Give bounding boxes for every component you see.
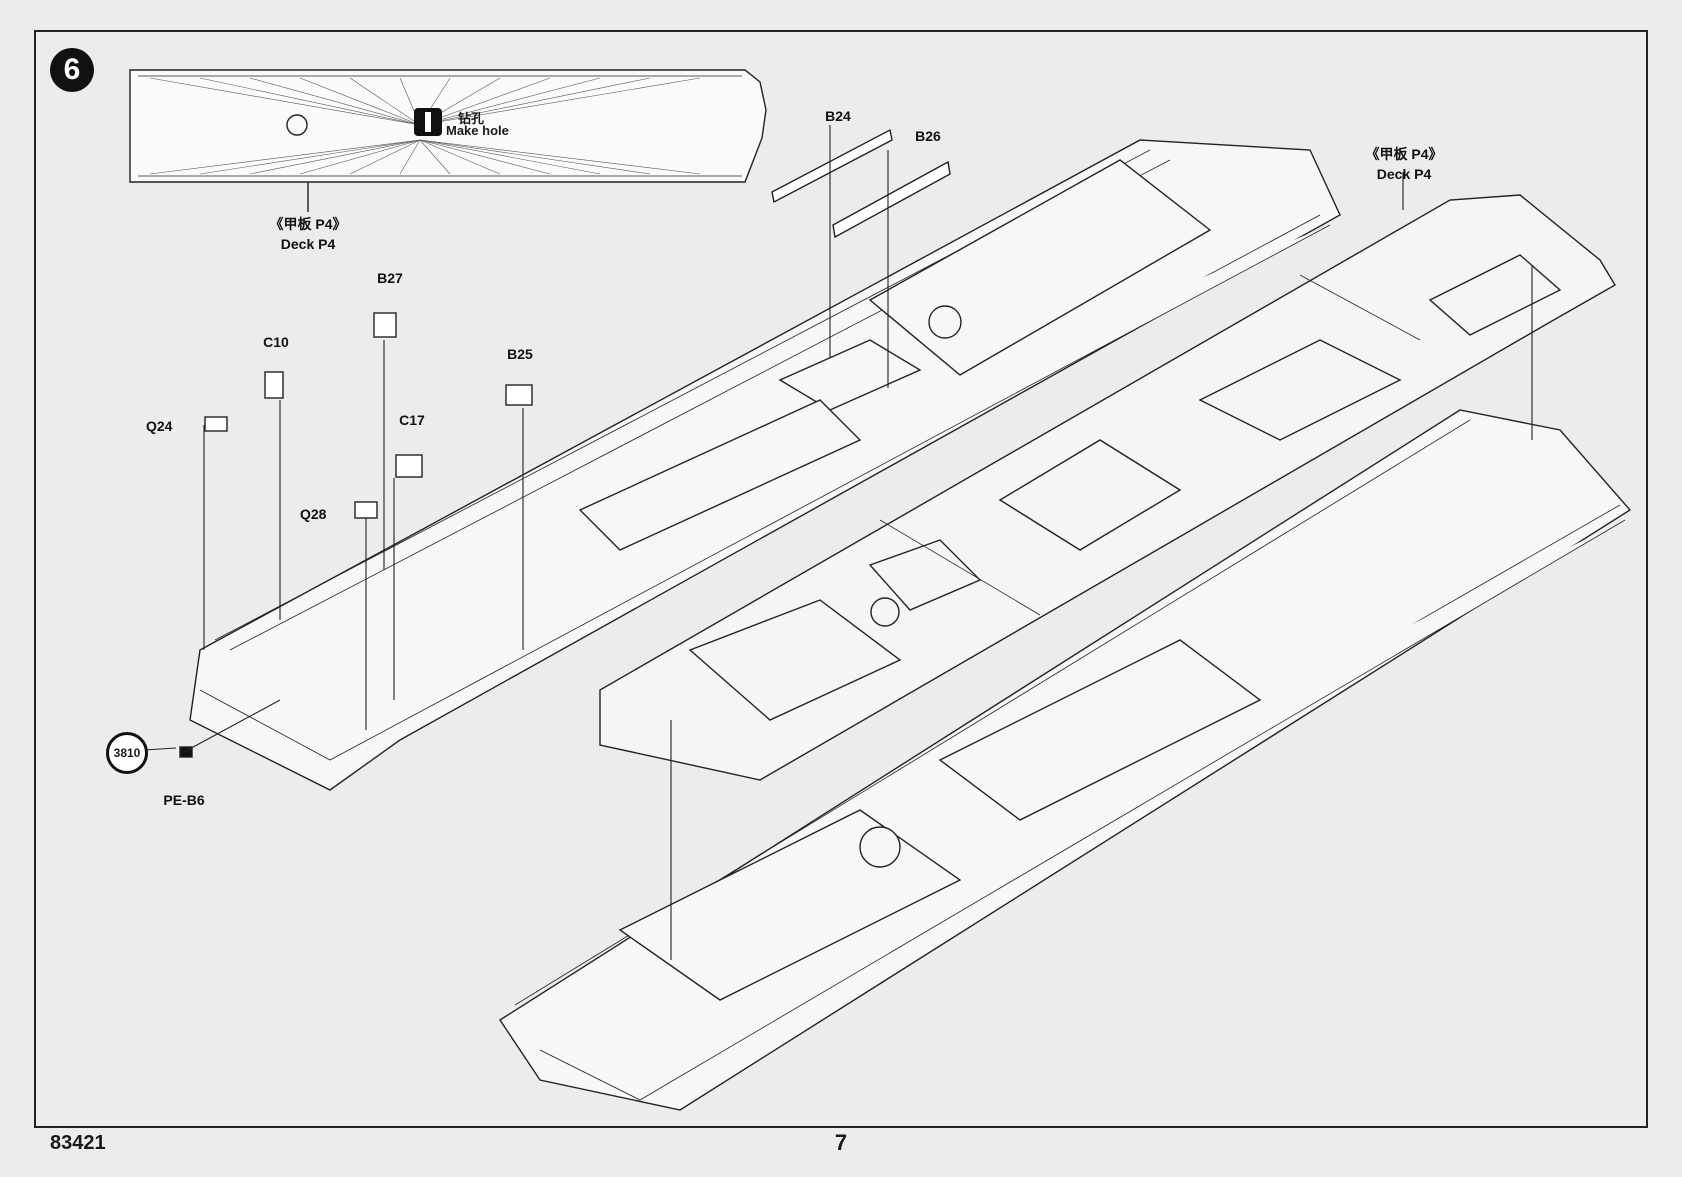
part-label-q28: Q28 (300, 506, 327, 522)
step-number-badge: 6 (50, 48, 94, 92)
parts-art (179, 128, 951, 758)
part-label-b26: B26 (915, 128, 941, 144)
leader-lines (143, 125, 1533, 960)
hull-lower-right (499, 409, 1632, 1111)
page-number: 7 (834, 1130, 848, 1155)
make-hole-label-cn: 钻孔 (458, 111, 485, 126)
part-label-b27: B27 (377, 270, 403, 286)
deck-label-right-cn: 《甲板 P4》 (1365, 146, 1443, 162)
part-label-b25: B25 (507, 346, 533, 362)
part-label-q24: Q24 (146, 418, 173, 434)
page-frame (34, 30, 1648, 1128)
part-label-c17: C17 (399, 412, 425, 428)
deck-label-left-cn: 《甲板 P4》 (269, 216, 347, 232)
hull-upper-left (189, 139, 1341, 791)
deck-plate-p4 (599, 194, 1616, 781)
part-label-b24: B24 (825, 108, 851, 124)
deck-label-left-en: Deck P4 (280, 236, 336, 252)
part-label-c10: C10 (263, 334, 289, 350)
drill-icon (414, 108, 442, 136)
product-code: 83421 (50, 1132, 106, 1154)
deck-label-right-en: Deck P4 (1376, 166, 1432, 182)
deck-plan-top (129, 69, 767, 212)
part-label-pe-b6: PE-B6 (163, 792, 205, 808)
make-hole-label-en: Make hole (446, 123, 509, 138)
pe-badge: 3810 (106, 732, 148, 774)
